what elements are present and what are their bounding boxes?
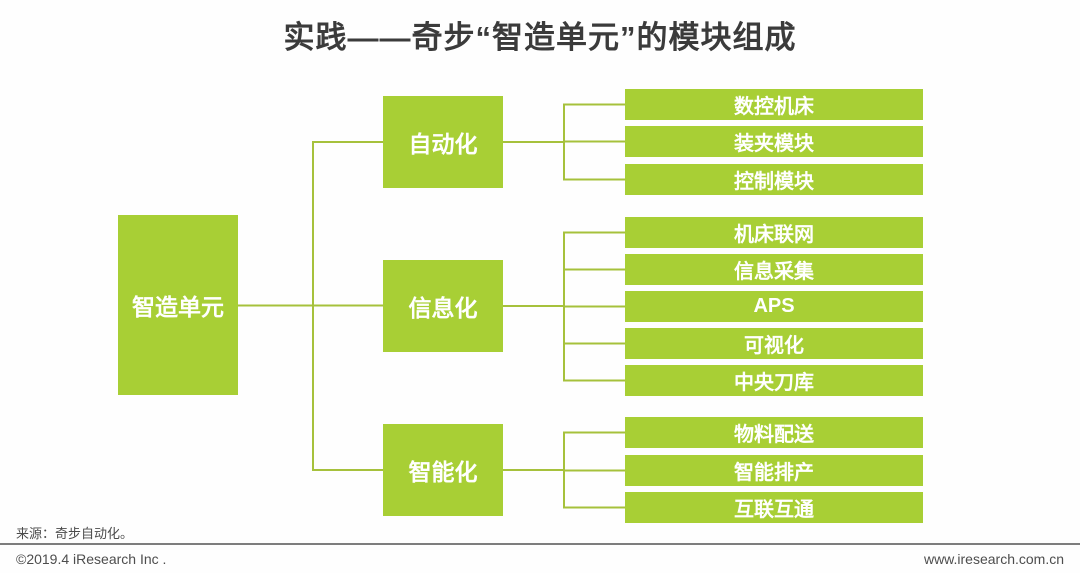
root-node-smart-unit: 智造单元 [118,215,238,395]
website-text: www.iresearch.com.cn [923,551,1064,567]
leaf-node-info-collection: 信息采集 [625,254,923,285]
footer-divider [0,543,1080,545]
leaf-node-visualization: 可视化 [625,328,923,359]
leaf-node-aps: APS [625,291,923,322]
leaf-node-control-module: 控制模块 [625,164,923,195]
source-note: 来源：奇步自动化。 [16,526,134,541]
leaf-node-cnc-machine: 数控机床 [625,89,923,120]
group-node-informatization: 信息化 [383,260,503,352]
group-node-intelligence: 智能化 [383,424,503,516]
leaf-node-material-delivery: 物料配送 [625,417,923,448]
leaf-node-interconnection: 互联互通 [625,492,923,523]
leaf-node-smart-scheduling: 智能排产 [625,455,923,486]
group-node-automation: 自动化 [383,96,503,188]
page-title: 实践——奇步“智造单元”的模块组成 [283,20,797,55]
leaf-node-clamping-module: 装夹模块 [625,126,923,157]
copyright-text: ©2019.4 iResearch Inc . [16,551,167,567]
leaf-node-machine-networking: 机床联网 [625,217,923,248]
leaf-node-central-tool-magazine: 中央刀库 [625,365,923,396]
